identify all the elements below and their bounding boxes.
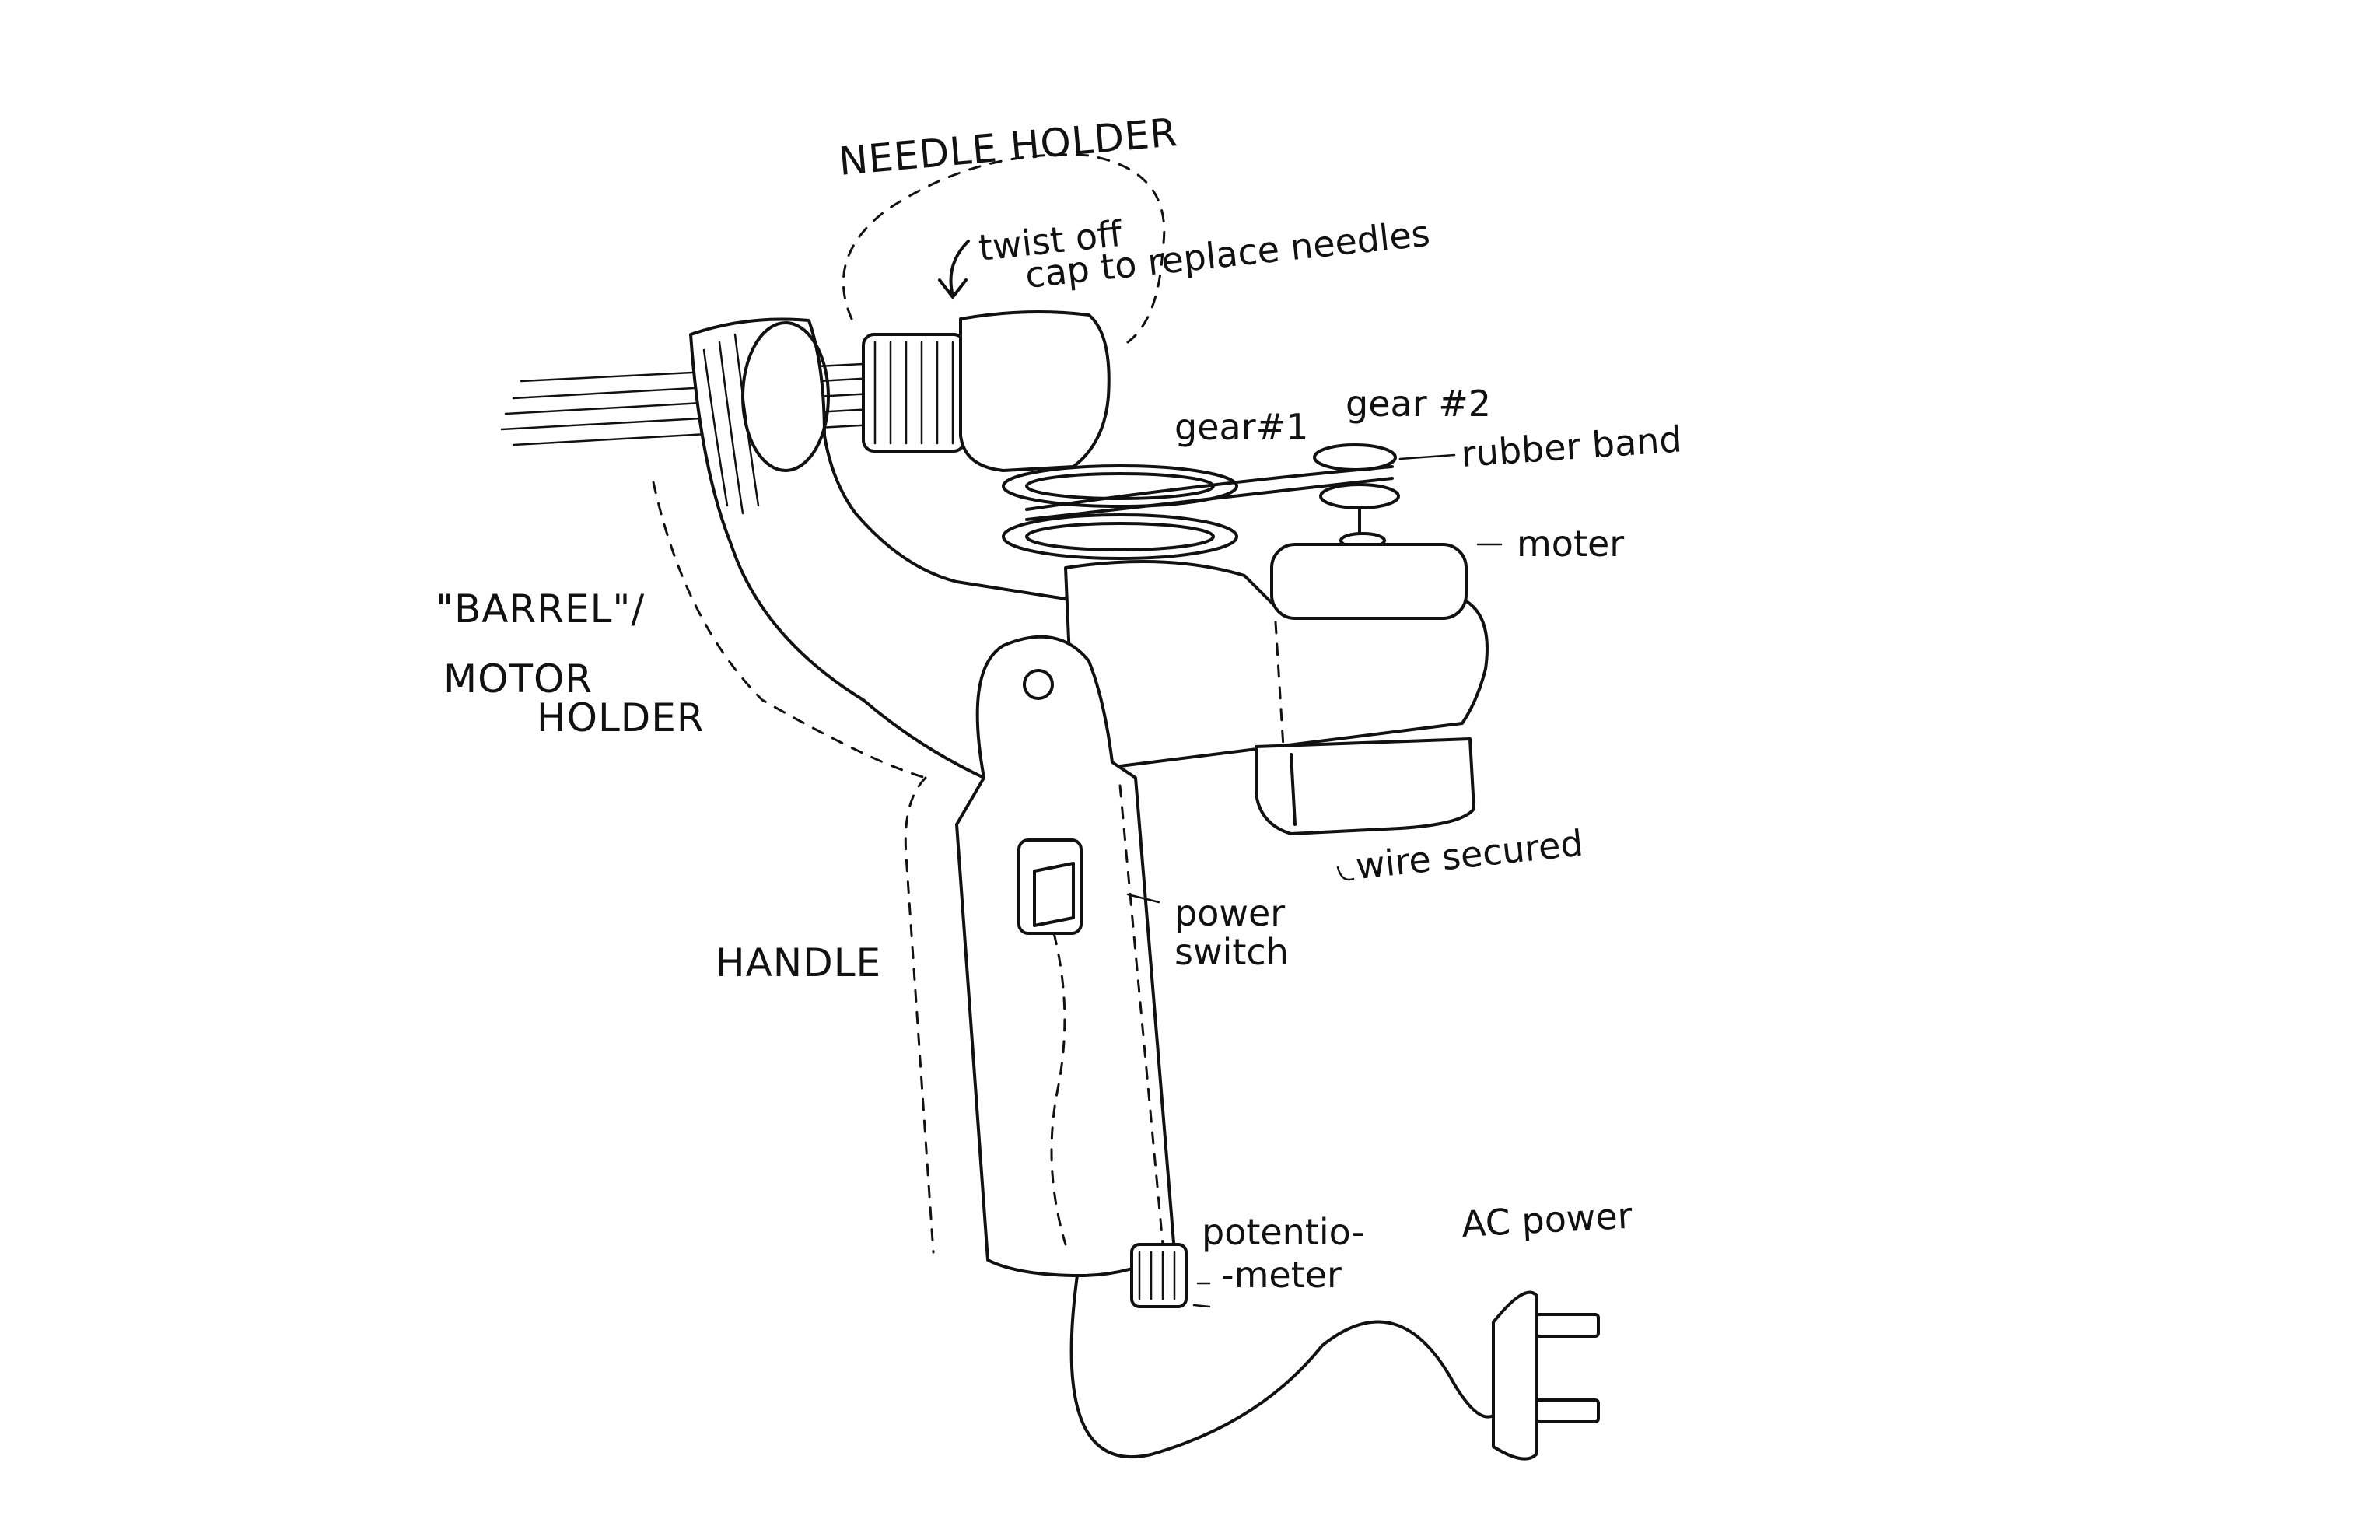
barrel-label-line2: MOTOR: [443, 656, 593, 702]
rubber-band: [1025, 465, 1394, 521]
potentiometer-label-line2: -meter: [1221, 1254, 1342, 1296]
barrel-label-line3: HOLDER: [537, 695, 705, 740]
gear-2: [1313, 443, 1400, 549]
power-switch-label-line1: power: [1174, 892, 1285, 934]
motor-label: moter: [1517, 523, 1624, 565]
power-switch: [1017, 838, 1083, 935]
leader-lines: [1126, 453, 1503, 1308]
power-cord: [1069, 1274, 1495, 1459]
gear-2-label: gear #2: [1346, 383, 1491, 425]
barrel-dashed-outline: [652, 481, 927, 779]
power-switch-label-line2: switch: [1174, 931, 1289, 973]
potentiometer-label-line1: potentio-: [1202, 1211, 1364, 1253]
ac-power-label: AC power: [1461, 1195, 1633, 1245]
wire-secured-label: wire secured: [1354, 822, 1585, 887]
potentiometer: [1130, 1243, 1188, 1308]
handle-label: HANDLE: [716, 940, 881, 985]
handle: [955, 635, 1176, 1277]
handle-dashed-outline: [904, 776, 935, 1254]
ac-plug: [1492, 1290, 1600, 1461]
twist-off-arrow: [938, 240, 970, 299]
barrel-label-line1: "BARREL"/: [436, 586, 645, 632]
rubber-band-label: rubber band: [1460, 418, 1683, 475]
gear-1: [1002, 464, 1238, 560]
motor: [1255, 543, 1475, 835]
gear-1-label: gear#1: [1174, 406, 1308, 448]
needle-holder-label: NEEDLE HOLDER: [837, 110, 1179, 184]
needle-holder: [862, 310, 1111, 472]
